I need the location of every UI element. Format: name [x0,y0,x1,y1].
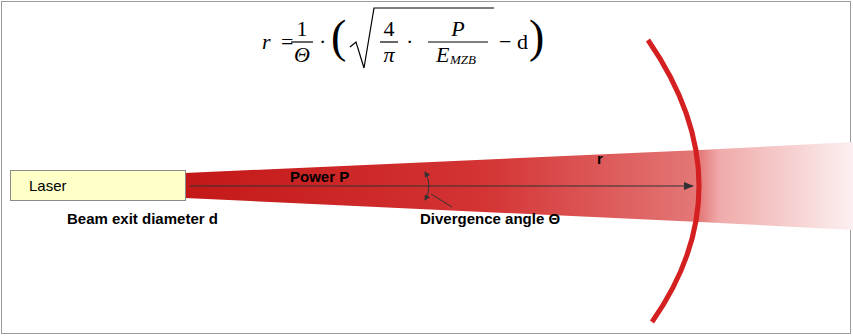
distance-arrow [190,186,693,187]
box-label: Laser [29,177,67,194]
formula-symbol: E [436,43,449,67]
formula-symbol: P [451,17,464,41]
formula-symbol: = [281,30,293,54]
formula-bracket: ( [331,12,346,62]
formula-symbol: − d [499,30,528,54]
formula-symbol: π [383,43,394,67]
formula-symbol: r [262,30,271,54]
formula-number: 4 [384,17,395,41]
formula-symbol: Θ [294,43,310,67]
angle-mark [425,172,429,200]
root-sign [350,8,494,68]
part-label: Beam exit diameter d [67,210,218,227]
wavefront-arc [648,40,699,322]
laser-beam [185,142,853,230]
formula-symbol: · [319,30,326,54]
formula-number: 1 [297,17,308,41]
formula-bracket: ) [529,12,544,62]
distance-label: r [597,150,603,167]
angle-label: Divergence angle Θ [420,210,560,227]
formula-subscript: MZB [450,53,476,67]
laser-box: Laser [10,170,186,201]
formula-symbol: · [406,30,413,54]
beam-label: Power P [290,168,349,185]
leader-line [431,194,452,207]
